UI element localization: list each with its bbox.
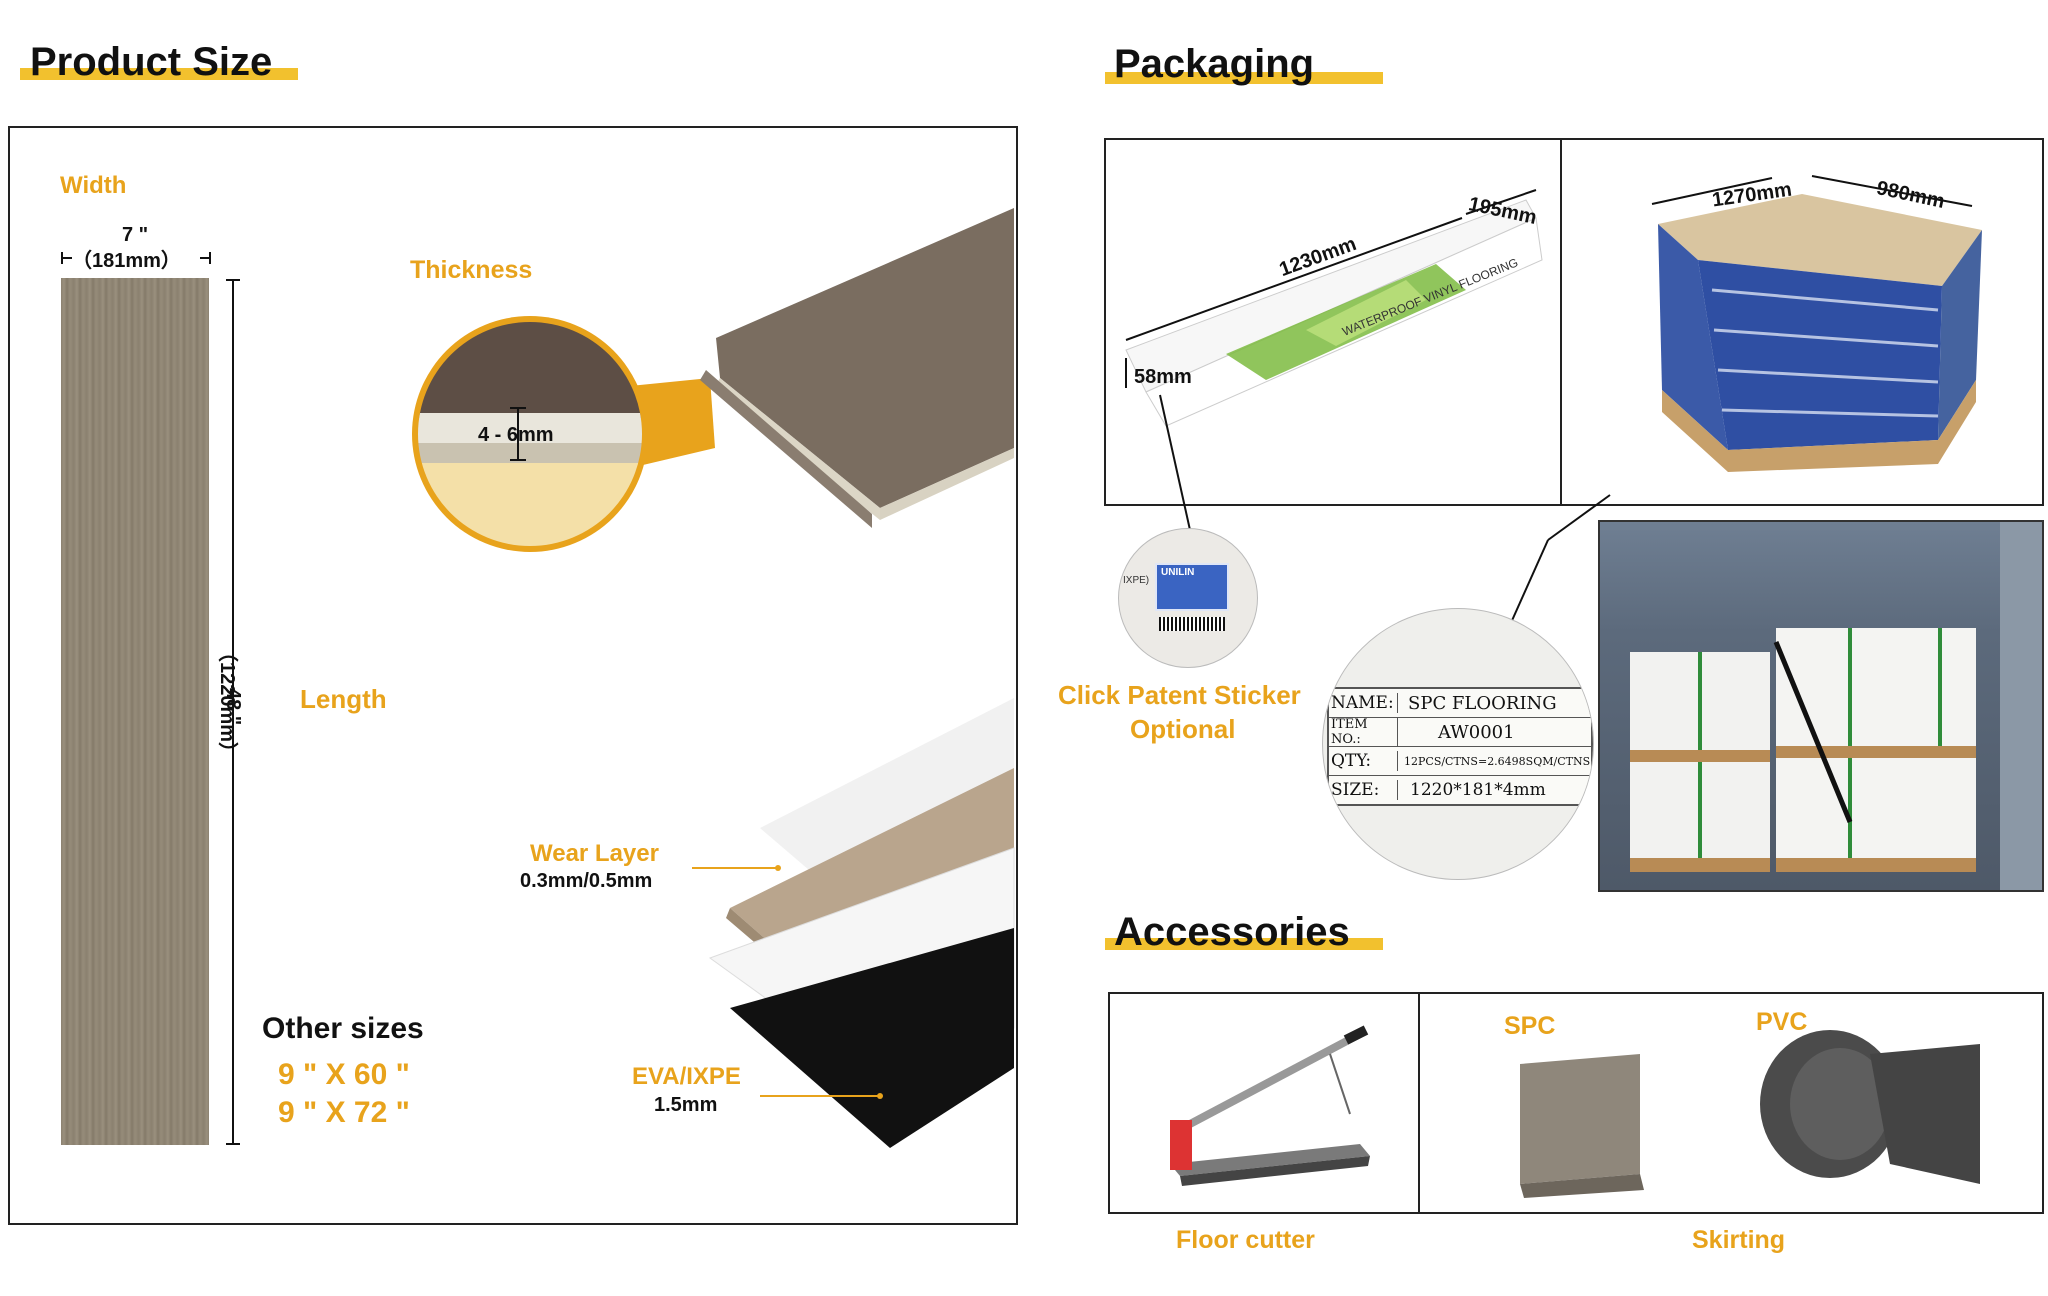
label-row-qty: QTY: 12PCS/CTNS=2.6498SQM/CTNS bbox=[1329, 747, 1591, 776]
spc-label: SPC bbox=[1504, 1012, 1556, 1040]
sticker-caption-line1: Click Patent Sticker bbox=[1058, 680, 1301, 710]
product-size-title: Product Size bbox=[30, 40, 273, 84]
sticker-side-text: IXPE) bbox=[1123, 575, 1150, 586]
label-row-name: NAME: SPC FLOORING bbox=[1329, 689, 1591, 718]
accessories-title-underline bbox=[1105, 938, 1383, 950]
sticker-caption-line2: Optional bbox=[1130, 714, 1236, 744]
pvc-label: PVC bbox=[1756, 1008, 1808, 1036]
container-loading-photo bbox=[1598, 520, 2044, 892]
pallet-image bbox=[1651, 175, 1982, 472]
packaging-title: Packaging bbox=[1114, 42, 1315, 86]
sticker-brand: UNILIN bbox=[1161, 567, 1195, 578]
skirting-images bbox=[1520, 1030, 1980, 1198]
eva-ixpe-label: EVA/IXPE bbox=[632, 1063, 741, 1090]
carton-box-panel: 1230mm 195mm 58mm WATERPROOF VINYL FLOOR… bbox=[1104, 138, 1588, 506]
accessories-title: Accessories bbox=[1114, 910, 1350, 954]
floor-cutter-caption: Floor cutter bbox=[1176, 1226, 1315, 1254]
floor-cutter-panel bbox=[1108, 992, 1436, 1214]
wear-layer-label: Wear Layer bbox=[530, 840, 659, 867]
sticker-label: UNILIN bbox=[1155, 563, 1229, 611]
box-height-dim: 58mm bbox=[1134, 366, 1192, 388]
eva-ixpe-value: 1.5mm bbox=[654, 1094, 718, 1116]
carton-label: NAME: SPC FLOORING ITEM NO.: AW0001 QTY:… bbox=[1327, 687, 1593, 806]
carton-label-image: NAME: SPC FLOORING ITEM NO.: AW0001 QTY:… bbox=[1322, 608, 1594, 880]
packaging-title-underline bbox=[1105, 72, 1383, 84]
container-cargo bbox=[1630, 522, 2042, 890]
other-size-2: 9 " X 72 " bbox=[278, 1096, 410, 1129]
skirting-caption: Skirting bbox=[1692, 1226, 1786, 1254]
layers-illustration bbox=[692, 698, 1015, 1148]
skirting-panel: SPC PVC bbox=[1418, 992, 2044, 1214]
length-label: Length bbox=[300, 684, 387, 714]
carton-box-image bbox=[1125, 189, 1543, 427]
width-mm: （181mm） bbox=[72, 250, 181, 272]
other-size-1: 9 " X 60 " bbox=[278, 1058, 410, 1091]
product-size-panel: Width 7 " （181mm） 48 " （1220mm） Length T… bbox=[8, 126, 1018, 1225]
wear-layer-value: 0.3mm/0.5mm bbox=[520, 870, 653, 892]
thickness-label: Thickness bbox=[410, 256, 533, 284]
product-size-title-underline bbox=[20, 68, 298, 80]
thickness-value: 4 - 6mm bbox=[478, 424, 554, 446]
patent-sticker-image: IXPE) UNILIN bbox=[1118, 528, 1258, 668]
plank-image bbox=[61, 278, 209, 1145]
sticker-barcode bbox=[1159, 617, 1225, 631]
dimension-lines bbox=[61, 252, 240, 1145]
other-sizes-heading: Other sizes bbox=[262, 1012, 424, 1045]
label-row-size: SIZE: 1220*181*4mm bbox=[1331, 780, 1546, 800]
thickness-illustration bbox=[412, 208, 1014, 552]
pallet-panel: 1270mm 980mm bbox=[1560, 138, 2044, 506]
floor-cutter-image bbox=[1170, 1025, 1370, 1186]
width-inch: 7 " bbox=[122, 224, 149, 246]
label-row-item: ITEM NO.: AW0001 bbox=[1329, 717, 1591, 747]
width-label: Width bbox=[60, 172, 127, 199]
